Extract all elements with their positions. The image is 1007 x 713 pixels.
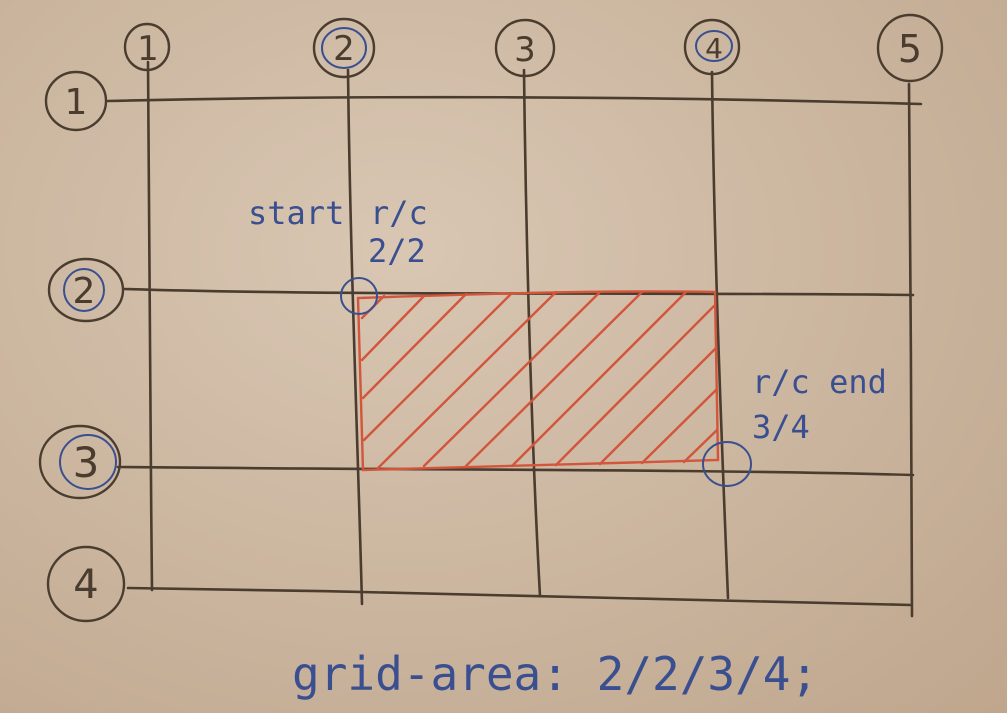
row-headers	[38, 70, 126, 623]
row-label-1: 1	[65, 82, 88, 123]
col-label-5: 5	[898, 27, 922, 71]
grid-row-line-4	[126, 586, 913, 607]
col-label-1: 1	[137, 29, 159, 69]
col-circle-2-outer	[312, 17, 376, 79]
row-circle-3-outer	[38, 424, 122, 500]
row-numbers: 1 2 3 4	[65, 82, 100, 608]
css-formula: grid-area: 2/2/3/4;	[292, 647, 818, 701]
column-numbers: 1 2 3 4 5	[137, 27, 922, 71]
start-marker	[340, 277, 378, 315]
area-outline	[356, 290, 720, 472]
row-circle-2-outer	[47, 257, 125, 323]
grid-col-line-2	[346, 68, 364, 606]
end-marker	[702, 441, 752, 487]
col-circle-1	[123, 22, 171, 72]
row-label-2: 2	[73, 271, 96, 312]
grid-col-line-4	[710, 70, 730, 600]
row-label-3: 3	[73, 438, 100, 487]
row-label-4: 4	[73, 562, 98, 608]
col-circle-4-inner	[695, 30, 733, 62]
col-label-2: 2	[333, 29, 355, 69]
col-label-3: 3	[514, 30, 536, 70]
markers	[340, 277, 752, 487]
column-headers	[123, 13, 944, 83]
grid-lines	[106, 60, 923, 618]
grid-col-line-3	[522, 68, 542, 598]
row-circle-4	[46, 545, 126, 623]
grid-row-line-3	[116, 465, 915, 477]
end-value: 3/4	[752, 408, 810, 446]
annotations: start r/c 2/2 r/c end 3/4 grid-area: 2/2…	[248, 194, 887, 701]
start-word: start	[248, 194, 344, 232]
col-circle-5	[876, 13, 944, 83]
end-label: r/c end	[752, 363, 887, 401]
start-rc: r/c	[370, 194, 428, 232]
col-circle-4-outer	[683, 18, 741, 76]
col-circle-2-inner	[321, 27, 367, 69]
highlighted-grid-area	[356, 290, 720, 472]
col-circle-3	[494, 18, 556, 78]
row-circle-1	[44, 70, 108, 132]
start-value: 2/2	[368, 232, 426, 270]
grid-row-line-1	[106, 95, 923, 106]
grid-col-line-5	[907, 82, 914, 618]
row-circle-3-inner	[59, 434, 117, 490]
grid-col-line-1	[146, 60, 154, 592]
row-circle-2-inner	[63, 268, 105, 312]
col-label-4: 4	[705, 32, 723, 65]
